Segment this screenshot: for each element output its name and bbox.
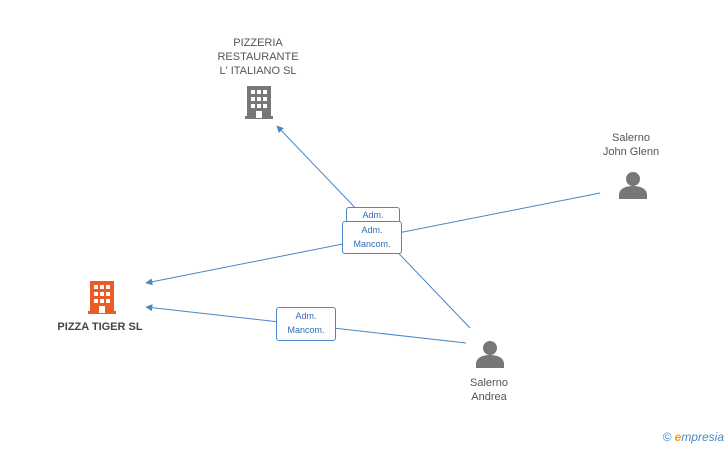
person-label-andrea[interactable]: Salerno Andrea [446,376,532,404]
role-line: Adm. [362,210,384,220]
role-line: Adm. [295,311,317,321]
brand-logo-e: e [674,430,682,444]
person-icon[interactable] [619,172,647,199]
building-icon[interactable] [88,281,116,314]
role-line: Adm. [361,225,383,235]
copyright-symbol: © [662,430,672,444]
person-name-line: Andrea [471,391,507,403]
role-line: Mancom. [353,239,391,249]
building-icon[interactable] [245,86,273,119]
company-name-line: RESTAURANTE [217,51,299,63]
person-label-john-glenn[interactable]: Salerno John Glenn [588,131,674,159]
person-name-line: Salerno [612,132,650,144]
person-name-line: John Glenn [602,146,660,158]
person-name-line: Salerno [470,377,508,389]
role-line: Mancom. [287,325,325,335]
company-name-line: L' ITALIANO SL [219,65,297,77]
footer-brand[interactable]: ©empresia [663,430,724,444]
brand-logo-text: mpresia [681,430,724,444]
company-name-line: PIZZA TIGER SL [57,321,143,333]
edge-label-john-tiger[interactable]: Adm. Mancom. [342,221,402,254]
company-label-pizzeria[interactable]: PIZZERIA RESTAURANTE L' ITALIANO SL [200,36,316,78]
person-icon[interactable] [476,341,504,368]
company-name-line: PIZZERIA [233,37,283,49]
company-label-pizza-tiger[interactable]: PIZZA TIGER SL [40,320,160,334]
edge-label-andrea-tiger[interactable]: Adm. Mancom. [276,307,336,341]
